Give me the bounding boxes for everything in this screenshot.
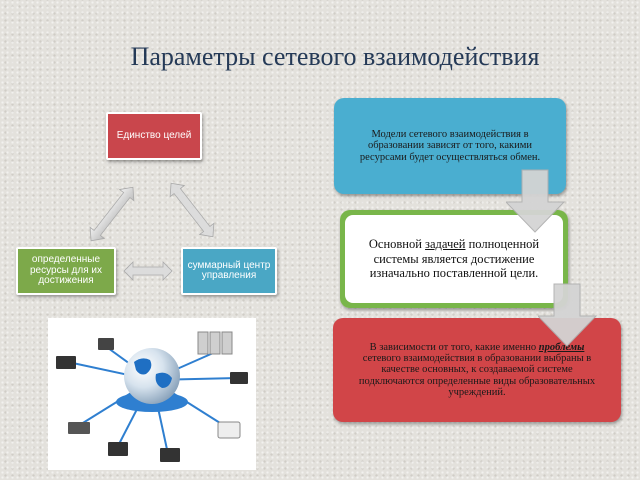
- down-arrow-icon-2: [538, 283, 598, 347]
- task-card-frame: Основной задачей полноценной системы явл…: [340, 210, 568, 308]
- problems-card-text-pre: В зависимости от того, какие именно: [369, 342, 539, 354]
- task-card-keyword: задачей: [425, 237, 466, 252]
- models-card-text: Модели сетевого взаимодействия в образов…: [359, 129, 541, 163]
- task-card: Основной задачей полноценной системы явл…: [340, 210, 568, 308]
- management-center-box: суммарный центр управления: [181, 247, 277, 295]
- resources-box: определенные ресурсы для их достижения: [16, 247, 116, 295]
- goal-unity-box: Единство целей: [106, 112, 202, 160]
- problems-card-keyword: проблемы: [538, 342, 585, 354]
- down-arrow-icon-1: [506, 169, 566, 233]
- problems-card-text-post: сетевого взаимодействия в образовании вы…: [358, 353, 596, 398]
- resources-label: определенные ресурсы для их достижения: [30, 254, 102, 287]
- network-illustration: [48, 318, 256, 470]
- goal-unity-label: Единство целей: [116, 129, 192, 141]
- management-center-label: суммарный центр управления: [187, 259, 271, 281]
- page-title: Параметры сетевого взаимодействия: [130, 42, 540, 71]
- task-card-text-pre: Основной: [368, 237, 426, 252]
- task-card-body: Основной задачей полноценной системы явл…: [345, 215, 563, 303]
- task-card-text-post: полноценной системы является достижение …: [369, 237, 540, 281]
